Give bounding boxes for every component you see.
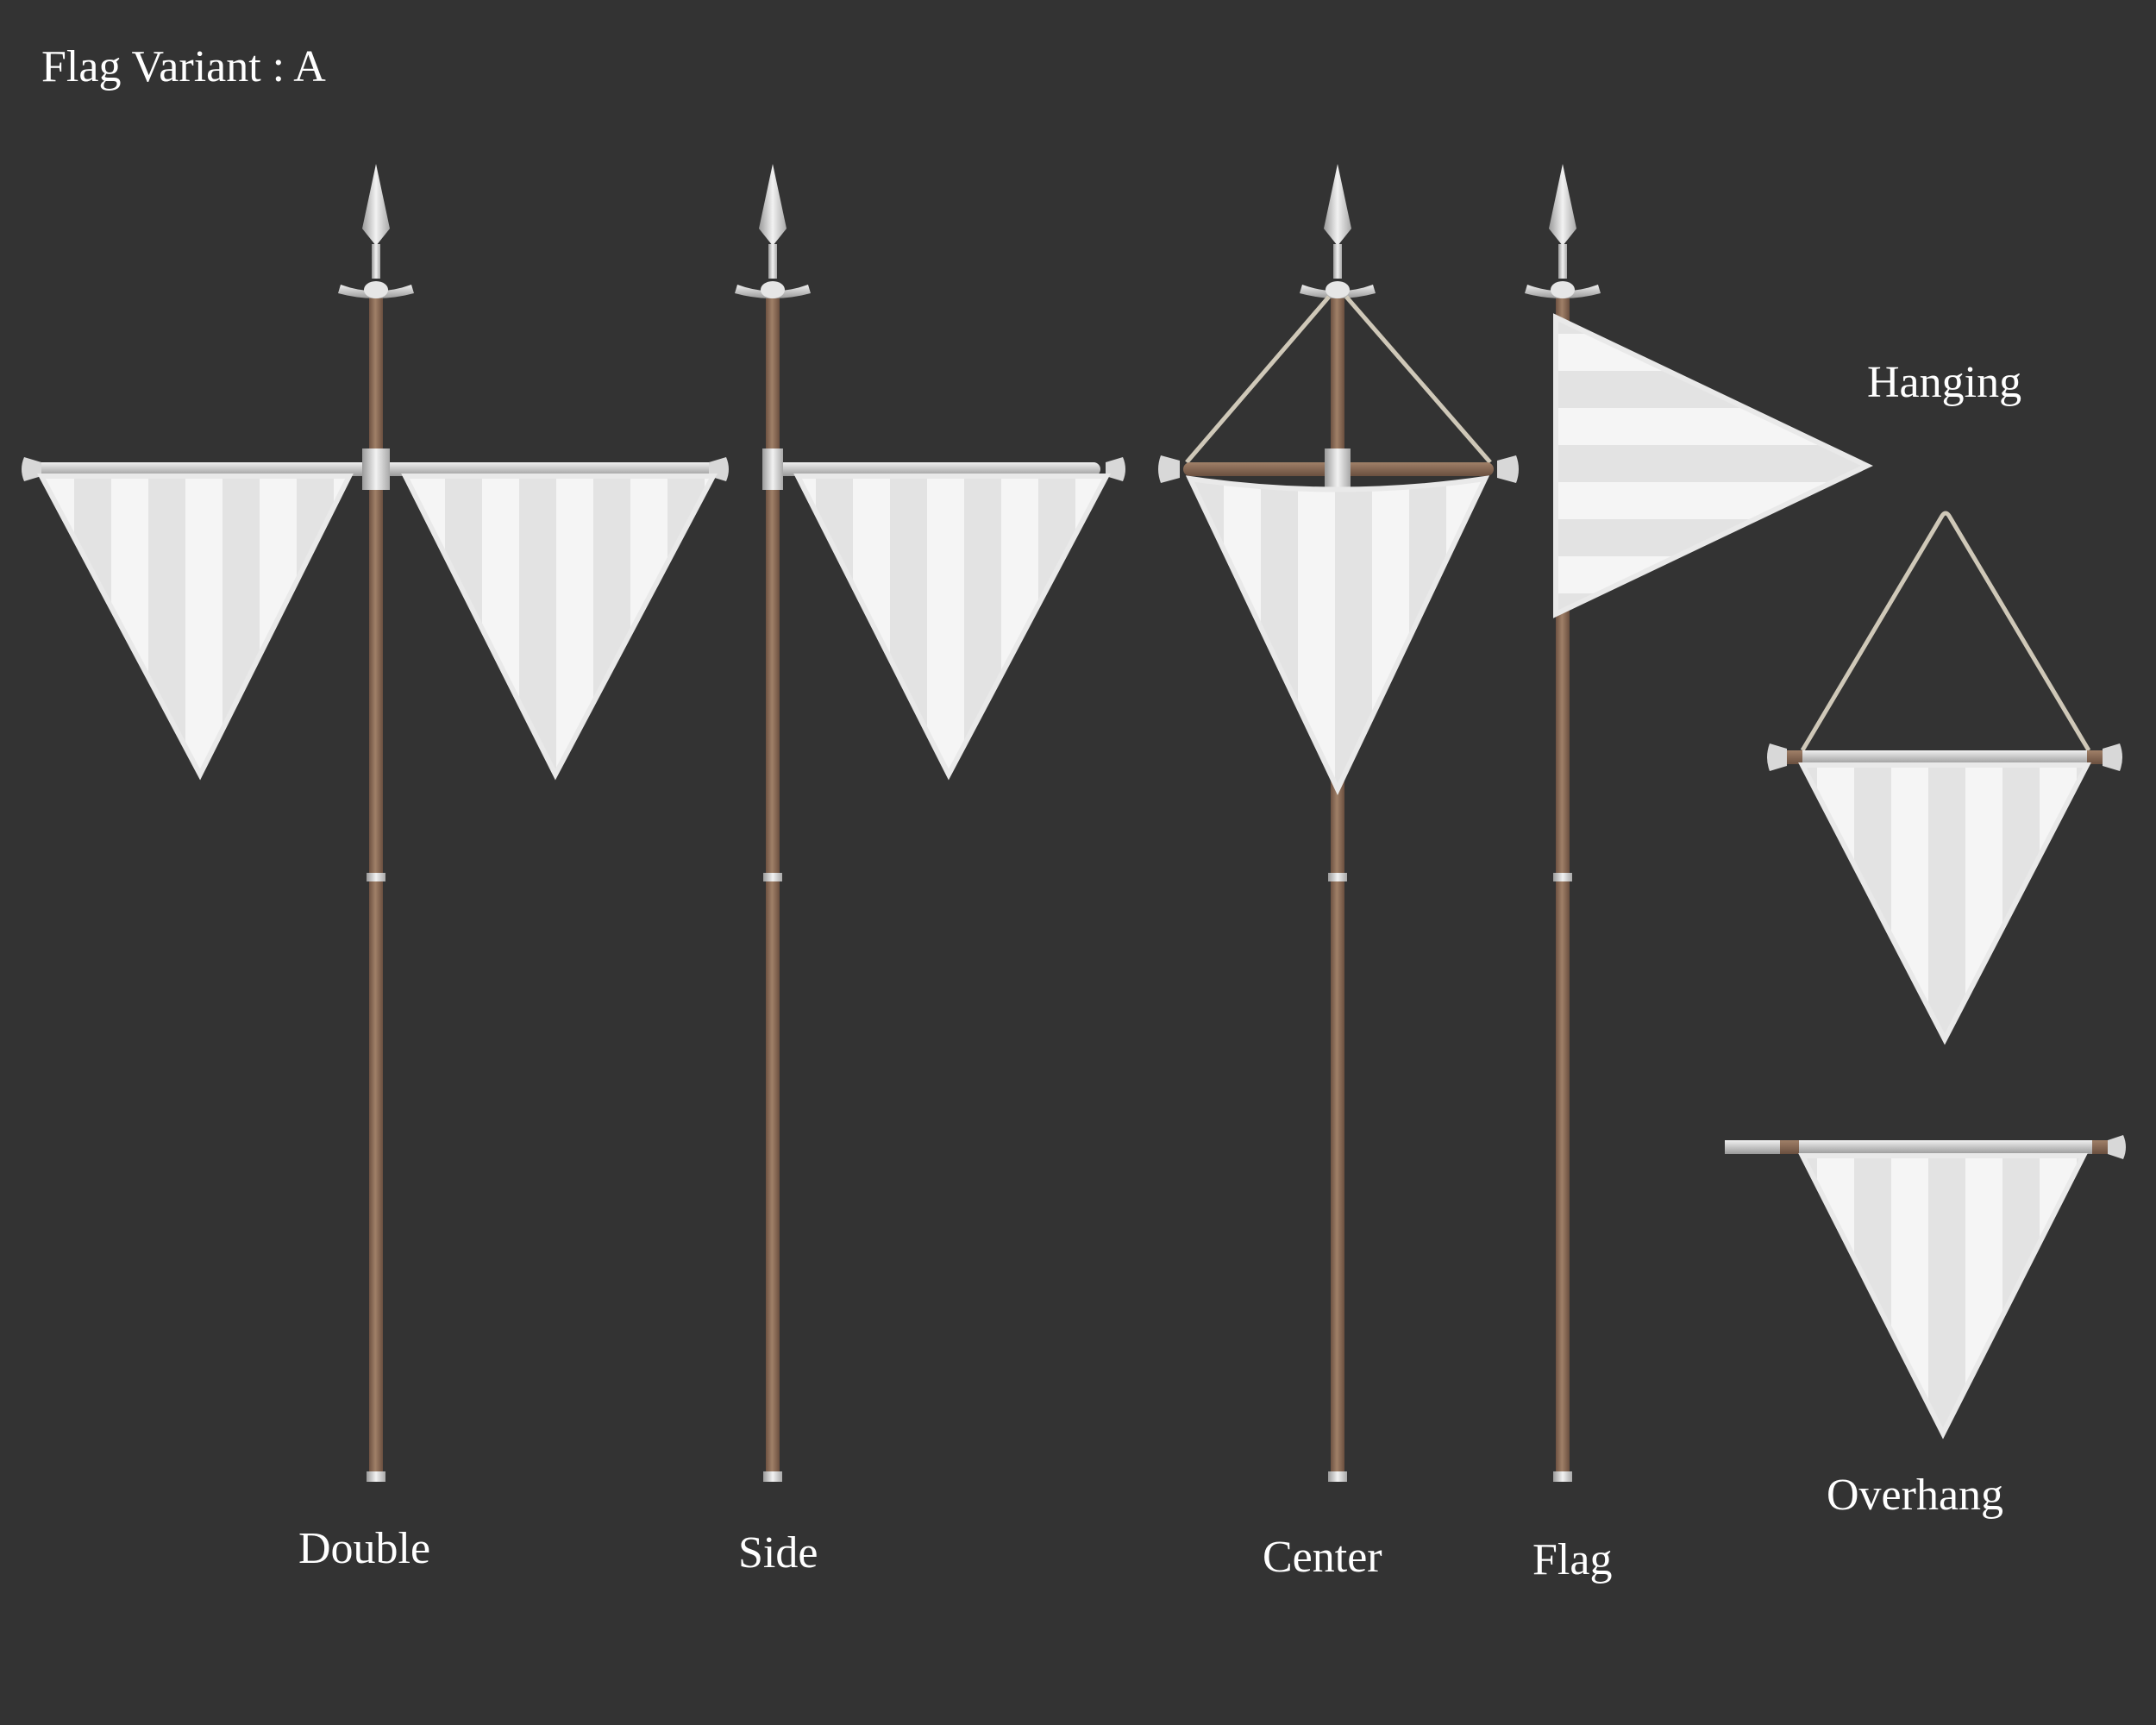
double-pennant-right bbox=[401, 474, 718, 781]
side-banner bbox=[735, 164, 1125, 1482]
flag-pennant bbox=[1553, 313, 1873, 618]
hanging-banner bbox=[1767, 511, 2122, 1045]
side-pole bbox=[766, 293, 780, 1477]
double-spearhead bbox=[338, 164, 414, 298]
sheet-title: Flag Variant : A bbox=[41, 42, 326, 91]
side-spearhead bbox=[735, 164, 811, 298]
variant-label-overhang: Overhang bbox=[1827, 1471, 2004, 1520]
variant-label-double: Double bbox=[298, 1524, 431, 1573]
double-pole bbox=[369, 293, 383, 1477]
overhang-banner bbox=[1725, 1135, 2126, 1440]
variant-label-center: Center bbox=[1263, 1533, 1382, 1582]
double-pennant-left bbox=[37, 474, 354, 781]
variant-label-hanging: Hanging bbox=[1867, 358, 2022, 407]
center-spearhead bbox=[1300, 164, 1376, 298]
hanging-pennant bbox=[1798, 762, 2091, 1045]
double-banner bbox=[22, 164, 729, 1482]
center-banner bbox=[1158, 164, 1519, 1482]
center-rope bbox=[1185, 295, 1492, 464]
flag-banner bbox=[1525, 164, 1873, 1482]
overhang-pennant bbox=[1798, 1153, 2088, 1440]
hanging-rope bbox=[1800, 511, 2091, 752]
center-pennant bbox=[1185, 475, 1490, 795]
side-pennant bbox=[793, 474, 1111, 781]
variant-label-side: Side bbox=[738, 1528, 818, 1578]
variant-label-flag: Flag bbox=[1532, 1535, 1613, 1584]
flag-spearhead bbox=[1525, 164, 1601, 298]
side-crossbar bbox=[773, 462, 1100, 476]
hanging-crossbar bbox=[1787, 750, 2103, 764]
